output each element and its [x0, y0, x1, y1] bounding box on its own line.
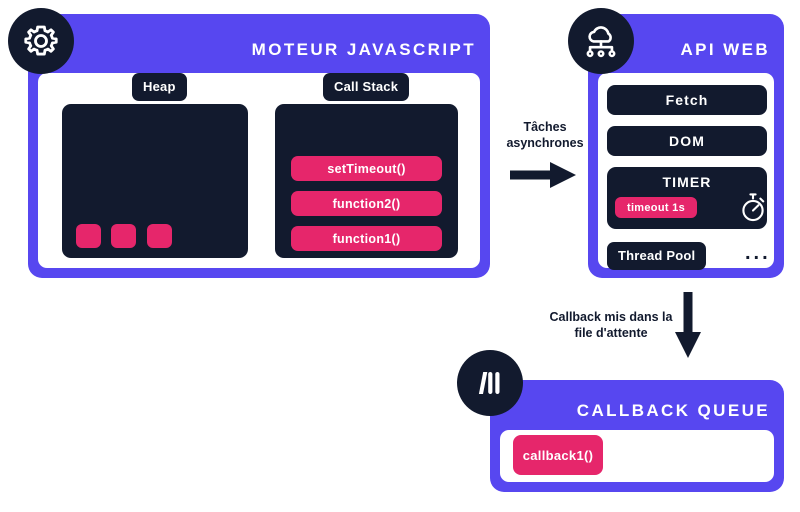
web-api-timer-title: TIMER [662, 174, 712, 190]
heap-block [147, 224, 172, 248]
web-api-row-dom[interactable]: DOM [607, 126, 767, 156]
gear-icon-badge [8, 8, 74, 74]
cloud-network-icon [586, 26, 616, 58]
web-api-row-fetch[interactable]: Fetch [607, 85, 767, 115]
cloud-network-icon-badge [568, 8, 634, 74]
call-stack-frame[interactable]: function1() [291, 226, 442, 251]
timeout-badge: timeout 1s [615, 197, 697, 218]
callback-queue-item[interactable]: callback1() [513, 435, 603, 475]
queue-bars-icon-badge [457, 350, 523, 416]
call-stack-frame[interactable]: function2() [291, 191, 442, 216]
callback-queued-arrow [675, 292, 701, 358]
heap-block [76, 224, 101, 248]
heap-label: Heap [132, 73, 187, 101]
gear-icon [24, 25, 58, 56]
stopwatch-icon [742, 193, 765, 222]
call-stack-frame[interactable]: setTimeout() [291, 156, 442, 181]
callback-queue-title: CALLBACK QUEUE [576, 401, 770, 420]
more-indicator-dots: ... [745, 242, 771, 264]
web-api-title: API WEB [680, 40, 770, 59]
heap-block [111, 224, 136, 248]
thread-pool-label: Thread Pool [607, 242, 707, 270]
async-tasks-caption: Tâches asynchrones [506, 120, 584, 150]
async-tasks-arrow [510, 162, 576, 188]
call-stack-label: Call Stack [323, 73, 410, 101]
queue-bars-icon [478, 372, 500, 394]
callback-queued-caption: Callback mis dans la file d'attente [549, 310, 673, 340]
javascript-engine-title: MOTEUR JAVASCRIPT [251, 40, 476, 59]
